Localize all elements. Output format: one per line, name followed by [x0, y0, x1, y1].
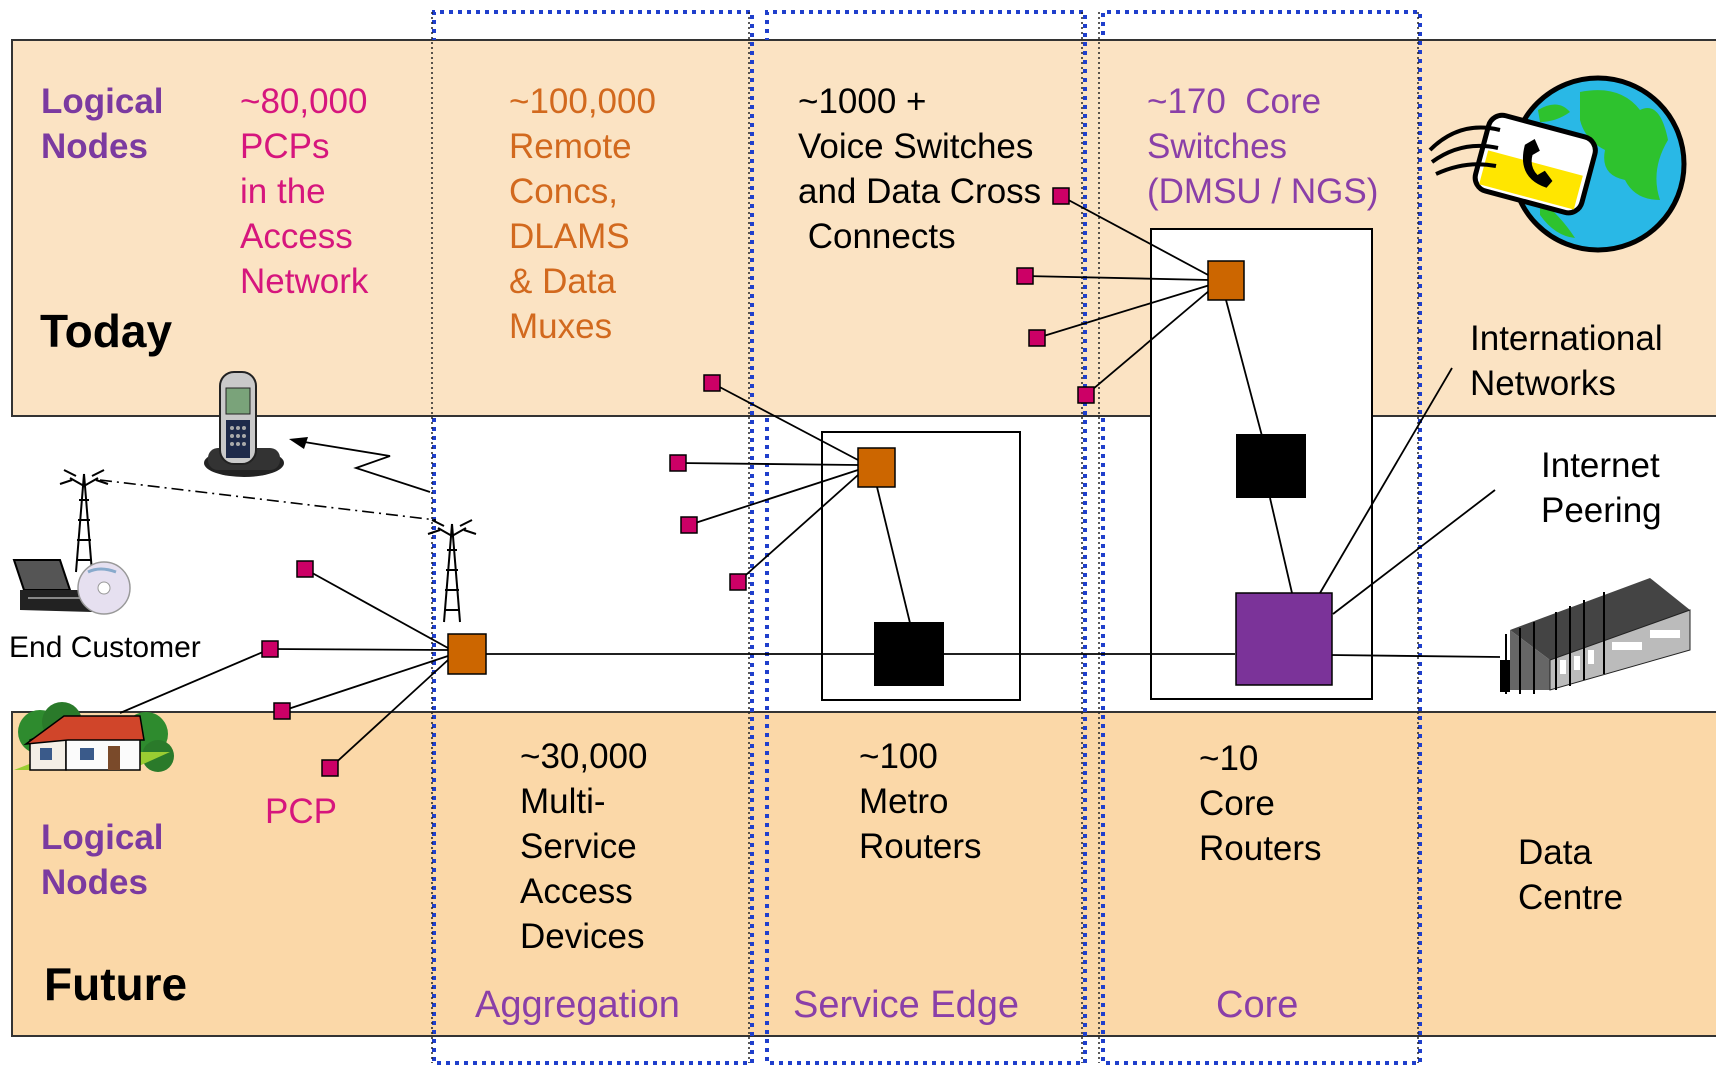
wireless-arrow-head: [289, 437, 308, 449]
cd-icon: [77, 561, 131, 615]
house-icon: [14, 702, 174, 772]
inner-dotted-lines: [431, 12, 1419, 1063]
international-networks-label: International Networks: [1470, 319, 1663, 403]
core-router-node: [1235, 592, 1333, 686]
future-core-count: ~10 Core Routers: [1199, 739, 1322, 868]
cordless-phone-icon: [204, 371, 284, 477]
metro-router-node: [874, 622, 944, 686]
column-title-aggregation: Aggregation: [475, 984, 680, 1026]
future-row-label: Future: [44, 958, 188, 1010]
column-title-service-edge: Service Edge: [793, 984, 1020, 1026]
globe-phone-icon: [1428, 75, 1687, 253]
aggregation-column-boundary: [432, 10, 754, 1065]
today-band: [11, 39, 1716, 417]
today-core-count: ~170 Core Switches (DMSU / NGS): [1147, 82, 1379, 211]
future-service-edge-count: ~100 Metro Routers: [859, 737, 982, 866]
core-switch-node: [1236, 434, 1306, 498]
today-aggregation-count: ~100,000 Remote Concs, DLAMS & Data Muxe…: [509, 82, 656, 346]
column-title-core: Core: [1216, 984, 1299, 1026]
today-logical-nodes-label: Logical Nodes: [41, 82, 164, 166]
future-logical-nodes-label: Logical Nodes: [41, 818, 164, 902]
future-band: [11, 711, 1716, 1037]
internet-peering-label: Internet Peering: [1541, 446, 1662, 530]
service-edge-column-boundary: [765, 10, 1087, 1065]
orange-nodes: [447, 260, 1245, 675]
radio-link: [99, 479, 437, 521]
data-centre-building-icon: [1500, 578, 1691, 694]
antenna-icon: [427, 519, 477, 623]
data-centre-label: Data Centre: [1518, 833, 1624, 917]
core-column-boundary: [1101, 10, 1422, 1065]
end-customer-label: End Customer: [9, 631, 201, 664]
today-service-edge-count: ~1000 + Voice Switches and Data Cross Co…: [798, 82, 1042, 256]
future-pcp-label: PCP: [265, 792, 337, 831]
network-links: [119, 195, 1501, 769]
today-access-count: ~80,000 PCPs in the Access Network: [240, 82, 369, 301]
today-row-label: Today: [40, 305, 173, 357]
antenna-icon: [59, 469, 109, 573]
pcp-nodes: [261, 187, 1095, 777]
future-aggregation-count: ~30,000 Multi- Service Access Devices: [520, 737, 648, 956]
